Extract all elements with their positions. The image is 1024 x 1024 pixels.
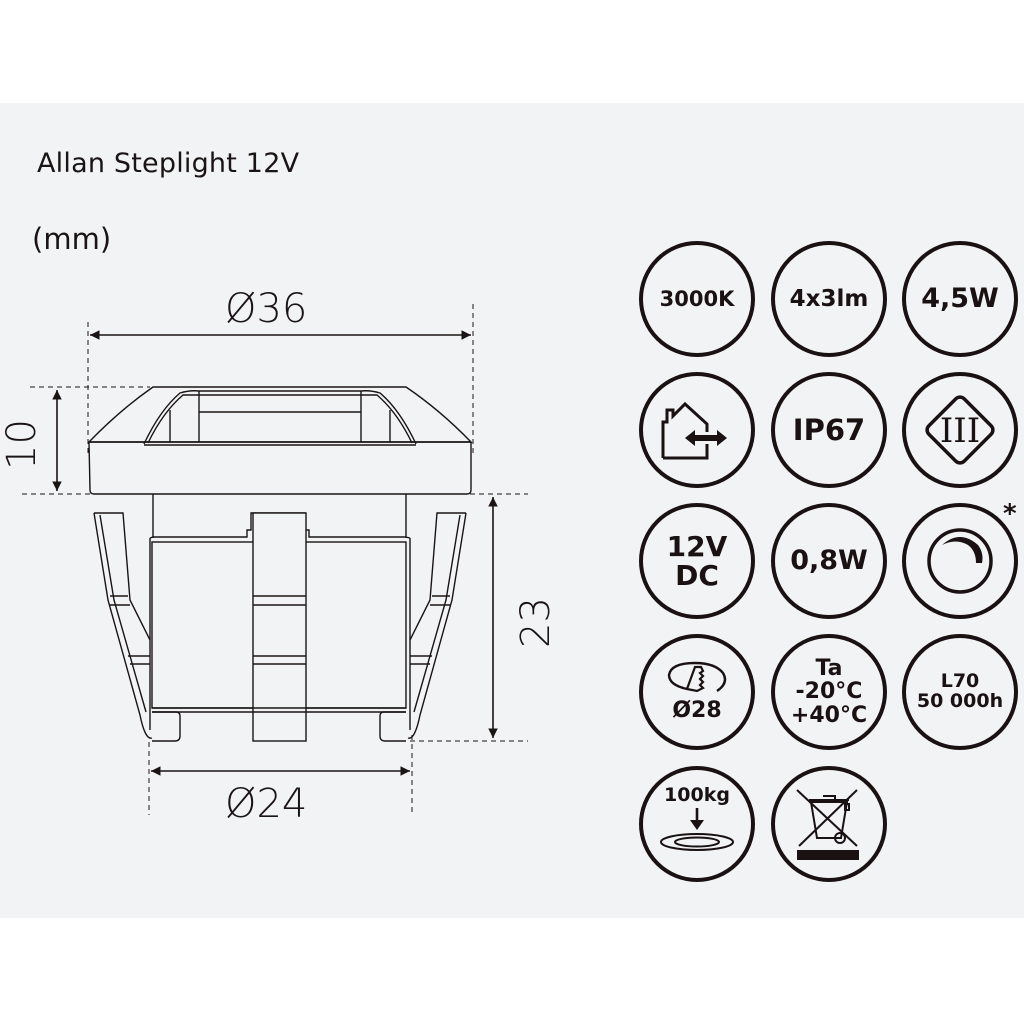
dimension-body-height: 23 xyxy=(513,597,559,648)
badge-indoor-outdoor xyxy=(639,372,755,488)
badge-protection-class: III xyxy=(902,372,1018,488)
weee-crossed-bin-icon xyxy=(796,789,859,860)
ambient-temp-max: +40°C xyxy=(790,702,868,728)
dimmer-icon xyxy=(927,528,993,594)
badge-lifetime: L70 50 000h xyxy=(902,634,1018,750)
badge-dimmable xyxy=(902,503,1018,619)
power-per-unit-value: 0,8W xyxy=(790,544,868,576)
badge-power-per-unit: 0,8W xyxy=(771,503,887,619)
cutout-diameter-value: Ø28 xyxy=(672,698,722,724)
badge-load-bearing: 100kg xyxy=(639,766,755,882)
lifetime-standard: L70 xyxy=(940,670,980,693)
badge-color-temperature: 3000K xyxy=(639,241,755,357)
load-bearing-icon xyxy=(660,807,734,851)
ambient-temp-label: Ta xyxy=(815,656,843,682)
dimension-top-diameter: Ø36 xyxy=(225,286,308,332)
dimension-head-height: 10 xyxy=(0,419,45,470)
dimension-bottom-diameter: Ø24 xyxy=(225,781,308,827)
cutout-hole-icon xyxy=(667,662,727,693)
bezel-head xyxy=(87,386,473,495)
dimmable-footnote-asterisk: * xyxy=(1003,499,1017,529)
luminous-flux-value: 4x3lm xyxy=(789,285,869,312)
housing-body xyxy=(93,494,467,742)
badge-cutout-diameter: Ø28 xyxy=(639,634,755,750)
svg-text:III: III xyxy=(940,411,980,451)
total-power-value: 4,5W xyxy=(921,282,999,314)
indoor-outdoor-house-icon xyxy=(661,401,727,460)
voltage-value: 12V xyxy=(666,529,728,563)
protection-class-iii-icon: III xyxy=(925,395,995,465)
ambient-temp-min: -20°C xyxy=(795,679,863,705)
badge-weee-disposal xyxy=(771,766,887,882)
ip-rating-value: IP67 xyxy=(792,412,866,447)
current-type-value: DC xyxy=(675,559,719,592)
badge-total-power: 4,5W xyxy=(902,241,1018,357)
load-bearing-value: 100kg xyxy=(664,784,730,807)
unit-label: (mm) xyxy=(32,222,112,256)
badge-ip-rating: IP67 xyxy=(771,372,887,488)
badge-voltage: 12V DC xyxy=(639,503,755,619)
extension-lines xyxy=(22,304,528,815)
color-temperature-value: 3000K xyxy=(659,286,735,311)
badge-luminous-flux: 4x3lm xyxy=(771,241,887,357)
badge-ambient-temperature: Ta -20°C +40°C xyxy=(771,634,887,750)
lifetime-hours: 50 000h xyxy=(916,690,1004,712)
product-title: Allan Steplight 12V xyxy=(37,148,300,179)
